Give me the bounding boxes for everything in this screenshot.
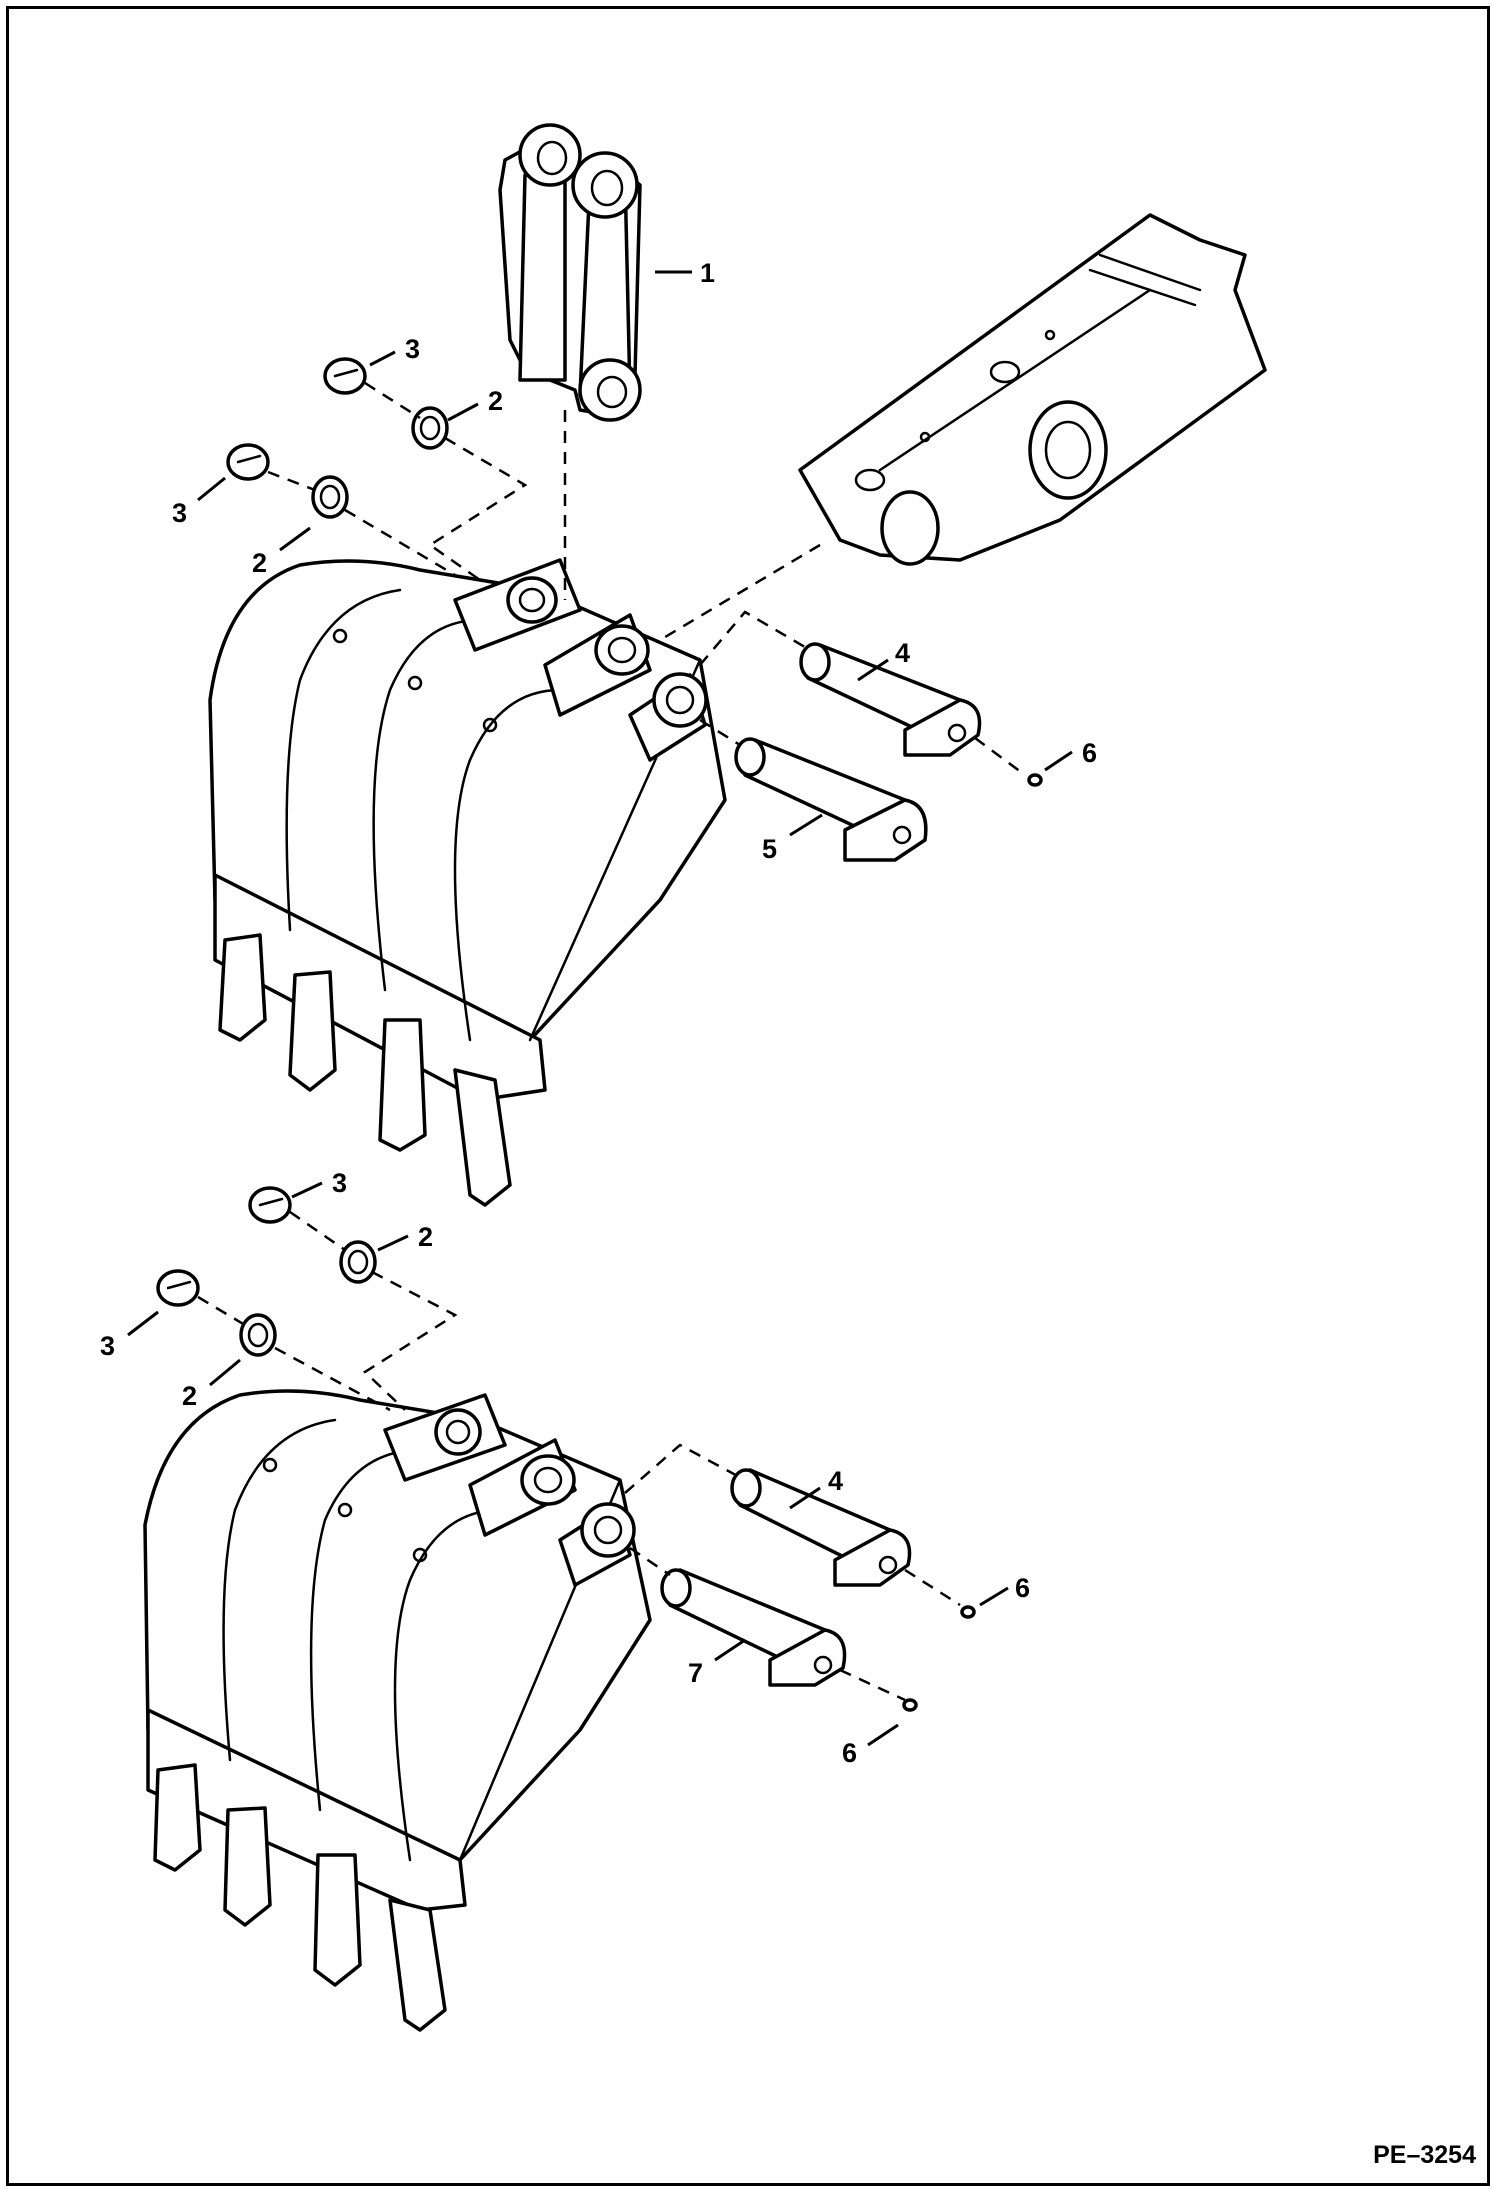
callout-4: 4: [828, 1466, 843, 1496]
spacer-lower-right: [339, 1240, 377, 1284]
nut-lower-6b: [902, 1698, 918, 1712]
callout-leaders: [127, 270, 1073, 1747]
callout-2: 2: [252, 548, 267, 578]
callout-2: 2: [488, 386, 503, 416]
pin-upper-4: [799, 642, 982, 757]
clip-upper-left: [226, 443, 270, 481]
callout-4: 4: [895, 638, 910, 668]
nut-upper-6: [1027, 773, 1043, 787]
link: [498, 123, 642, 422]
callout-6: 6: [1082, 738, 1097, 768]
spacer-upper-left: [311, 475, 349, 519]
assembly-lines: [197, 381, 1026, 1702]
callout-6: 6: [842, 1738, 857, 1768]
spacer-lower-left: [239, 1313, 277, 1357]
callout-3: 3: [172, 498, 187, 528]
callout-7: 7: [688, 1658, 703, 1688]
reference-code: PE–3254: [1373, 2141, 1476, 2169]
clip-lower-right: [248, 1186, 292, 1224]
bucket-upper: [208, 558, 727, 1207]
pin-lower-4: [730, 1468, 912, 1587]
arm: [798, 213, 1267, 566]
clip-lower-left: [156, 1269, 200, 1307]
callout-2: 2: [182, 1381, 197, 1411]
callout-6: 6: [1015, 1573, 1030, 1603]
callout-1: 1: [700, 258, 715, 288]
callout-2: 2: [418, 1222, 433, 1252]
pin-lower-7: [660, 1568, 847, 1687]
clip-upper-right: [323, 357, 367, 395]
nut-lower-6a: [960, 1605, 976, 1619]
callout-3: 3: [100, 1331, 115, 1361]
callout-3: 3: [332, 1168, 347, 1198]
callout-3: 3: [405, 334, 420, 364]
spacer-upper-right: [411, 406, 449, 450]
bucket-lower: [143, 1389, 652, 2032]
pin-upper-5: [734, 737, 928, 862]
callout-5: 5: [762, 834, 777, 864]
